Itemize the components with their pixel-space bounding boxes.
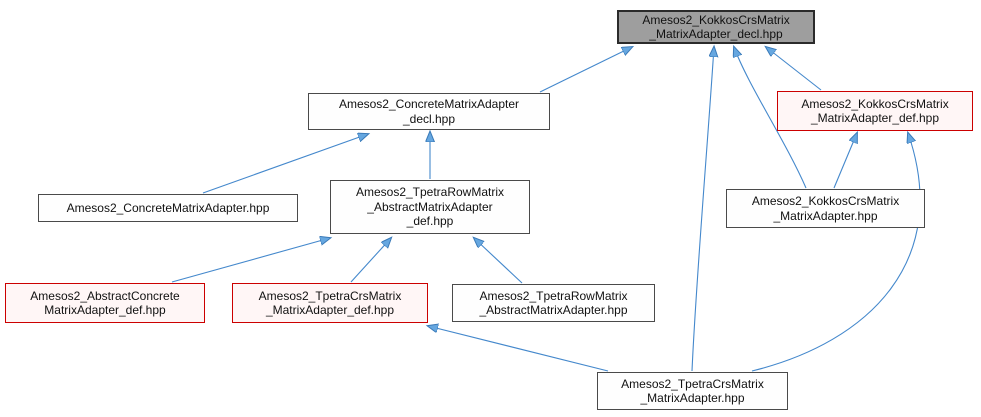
node-tpetrarow-abstract-matrixadapter[interactable]: Amesos2_TpetraRowMatrix _AbstractMatrixA…: [452, 284, 655, 322]
node-tpetracrs-matrixadapter-def[interactable]: Amesos2_TpetraCrsMatrix _MatrixAdapter_d…: [232, 283, 428, 323]
node-concrete-matrixadapter[interactable]: Amesos2_ConcreteMatrixAdapter.hpp: [38, 194, 298, 222]
edge-tpetrarow-hpp-to-tpetrarow-def: [474, 238, 523, 284]
edge-kokkoscrs-def-to-kokkoscrs-decl: [766, 47, 822, 91]
node-kokkoscrs-matrixadapter-decl[interactable]: Amesos2_KokkosCrsMatrix _MatrixAdapter_d…: [617, 10, 815, 44]
edge-abstractconcrete-def-to-tpetrarow-def: [171, 238, 330, 283]
edge-tpetracrs-hpp-to-kokkoscrs-def: [751, 133, 921, 372]
edge-tpetracrs-hpp-to-kokkoscrs-decl: [691, 47, 714, 372]
edge-kokkoscrs-hpp-to-kokkoscrs-decl: [734, 47, 807, 189]
node-concrete-matrixadapter-decl[interactable]: Amesos2_ConcreteMatrixAdapter _decl.hpp: [308, 93, 550, 130]
edge-kokkoscrs-hpp-to-kokkoscrs-def: [833, 133, 857, 189]
node-kokkoscrs-matrixadapter[interactable]: Amesos2_KokkosCrsMatrix _MatrixAdapter.h…: [726, 189, 925, 228]
node-kokkoscrs-matrixadapter-def[interactable]: Amesos2_KokkosCrsMatrix _MatrixAdapter_d…: [777, 91, 973, 131]
node-abstractconcrete-matrixadapter-def[interactable]: Amesos2_AbstractConcrete MatrixAdapter_d…: [5, 283, 205, 323]
edge-tpetracrs-def-to-tpetrarow-def: [350, 238, 391, 283]
edge-concrete-hpp-to-concrete-decl: [202, 134, 368, 194]
edge-tpetracrs-hpp-to-tpetracrs-def: [428, 326, 609, 372]
node-tpetracrs-matrixadapter[interactable]: Amesos2_TpetraCrsMatrix _MatrixAdapter.h…: [597, 372, 788, 410]
edge-concrete-decl-to-kokkoscrs-decl: [539, 47, 632, 93]
node-tpetrarow-abstract-matrixadapter-def[interactable]: Amesos2_TpetraRowMatrix _AbstractMatrixA…: [330, 180, 530, 234]
